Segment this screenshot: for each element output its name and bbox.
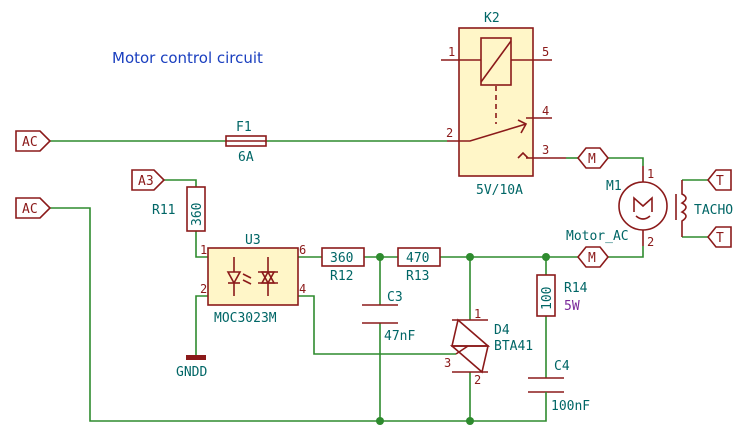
svg-text:1: 1 — [448, 45, 455, 59]
ground-gndd: GNDD — [176, 355, 207, 380]
svg-text:A3: A3 — [138, 174, 154, 189]
junction-dot — [376, 253, 384, 261]
c3-ref: C3 — [387, 290, 403, 305]
junction-dot — [466, 417, 474, 425]
r13-value: 470 — [406, 251, 429, 266]
svg-text:M: M — [588, 152, 596, 167]
label-m-top[interactable]: M — [576, 147, 610, 169]
label-ac-bottom[interactable]: AC — [15, 197, 52, 219]
svg-text:1: 1 — [647, 167, 654, 181]
c3-value: 47nF — [384, 329, 415, 344]
u3-value: MOC3023M — [214, 311, 277, 326]
capacitor-c3[interactable]: C3 47nF — [362, 290, 415, 344]
resistor-r11[interactable]: 360 R11 — [152, 186, 206, 232]
motor-m1[interactable]: 1 2 M1 Motor_AC TACHO — [566, 166, 733, 249]
svg-text:4: 4 — [299, 282, 306, 296]
r14-value: 100 — [540, 287, 555, 310]
label-ac-top[interactable]: AC — [15, 130, 52, 152]
c4-ref: C4 — [554, 359, 570, 374]
svg-text:3: 3 — [444, 356, 451, 370]
k2-value: 5V/10A — [476, 183, 523, 198]
svg-text:AC: AC — [22, 135, 38, 150]
r12-ref: R12 — [330, 269, 353, 284]
r11-value: 360 — [190, 203, 205, 226]
svg-text:1: 1 — [200, 243, 207, 257]
svg-text:T: T — [716, 174, 724, 189]
svg-text:1: 1 — [474, 307, 481, 321]
label-a3[interactable]: A3 — [131, 169, 166, 191]
label-t-top[interactable]: T — [706, 169, 732, 191]
svg-text:T: T — [716, 231, 724, 246]
f1-value: 6A — [238, 150, 254, 165]
triac-d4[interactable]: 1 2 3 D4 BTA41 — [444, 307, 533, 387]
label-m-bottom[interactable]: M — [576, 246, 610, 268]
svg-text:6: 6 — [299, 243, 306, 257]
label-t-bottom[interactable]: T — [706, 226, 732, 248]
optocoupler-u3[interactable]: U3 MOC3023M 1 2 6 4 — [200, 233, 306, 326]
k2-ref: K2 — [484, 11, 500, 26]
junction-dot — [542, 253, 550, 261]
diagram-title: Motor control circuit — [112, 49, 263, 67]
r14-power: 5W — [564, 299, 580, 314]
d4-value: BTA41 — [494, 339, 533, 354]
junctions — [376, 253, 550, 425]
svg-text:2: 2 — [647, 235, 654, 249]
wires — [50, 140, 708, 422]
resistor-r12[interactable]: 360 R12 — [321, 247, 365, 284]
r11-ref: R11 — [152, 203, 175, 218]
m1-ref: M1 — [606, 179, 622, 194]
svg-text:5: 5 — [542, 45, 549, 59]
motor-ac-label: Motor_AC — [566, 229, 629, 244]
junction-dot — [376, 417, 384, 425]
r12-value: 360 — [330, 251, 353, 266]
f1-ref: F1 — [236, 120, 252, 135]
capacitor-c4[interactable]: C4 100nF — [528, 359, 590, 414]
svg-text:4: 4 — [542, 104, 549, 118]
junction-dot — [466, 253, 474, 261]
fuse-f1[interactable]: F1 6A — [225, 120, 267, 165]
c4-value: 100nF — [551, 399, 590, 414]
r13-ref: R13 — [406, 269, 429, 284]
svg-text:2: 2 — [474, 373, 481, 387]
relay-k2[interactable]: K2 5V/10A 1 5 4 2 3 — [441, 11, 566, 198]
svg-text:AC: AC — [22, 202, 38, 217]
svg-text:M: M — [588, 251, 596, 266]
svg-text:2: 2 — [200, 282, 207, 296]
svg-text:2: 2 — [446, 126, 453, 140]
svg-text:GNDD: GNDD — [176, 365, 207, 380]
resistor-r14[interactable]: 100 R14 5W — [536, 274, 588, 317]
r14-ref: R14 — [564, 281, 588, 296]
svg-text:3: 3 — [542, 143, 549, 157]
tacho-label: TACHO — [694, 203, 733, 218]
u3-ref: U3 — [245, 233, 261, 248]
d4-ref: D4 — [494, 323, 510, 338]
resistor-r13[interactable]: 470 R13 — [397, 247, 441, 284]
